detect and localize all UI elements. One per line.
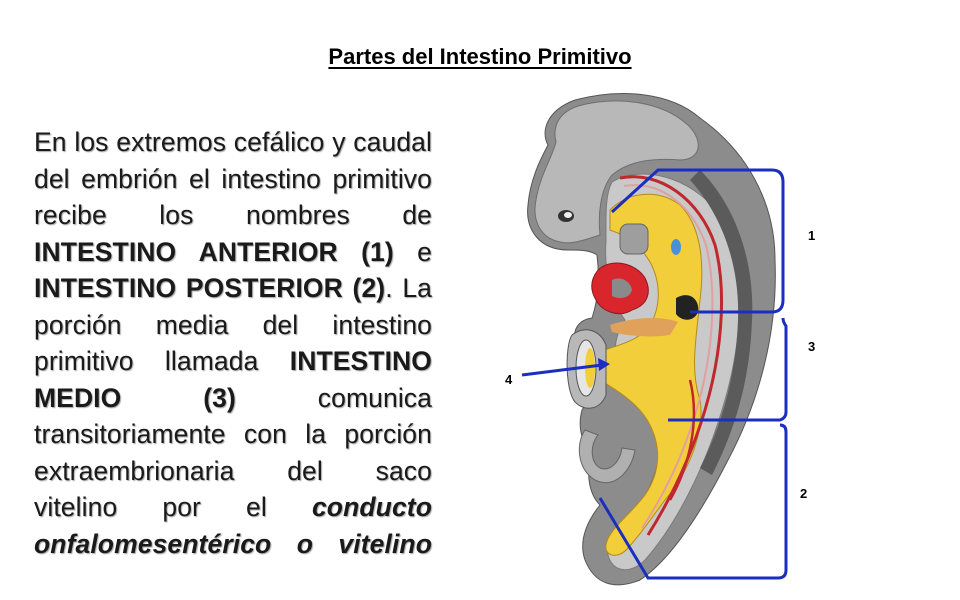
neural-tube — [690, 170, 753, 475]
label-4: 4 — [505, 372, 513, 387]
term-intestino-posterior: INTESTINO POSTERIOR (2) — [34, 273, 386, 303]
label-1: 1 — [808, 228, 815, 243]
tail-curve — [578, 429, 636, 484]
dark-structure — [676, 295, 699, 320]
term-conducto-vitelino: conducto onfalomesentérico o vitelino — [34, 492, 432, 559]
head-region — [534, 100, 699, 244]
text-segment: En los extremos cefálico y caudal del em… — [34, 127, 432, 230]
blue-vessel — [671, 239, 681, 255]
bracket-2 — [598, 423, 788, 580]
body-paragraph: En los extremos cefálico y caudal del em… — [34, 124, 432, 562]
term-intestino-medio: INTESTINO MEDIO (3) — [34, 346, 432, 413]
term-intestino-anterior: INTESTINO ANTERIOR (1) — [34, 236, 394, 267]
pointer-1 — [610, 168, 785, 314]
vessel-inner — [623, 184, 714, 529]
bracket-lines — [598, 168, 788, 580]
pointer-4 — [521, 358, 610, 377]
text-segment: e — [393, 236, 432, 267]
text-segment: comunica transitoriamente con la porción… — [34, 382, 432, 523]
bracket-3 — [668, 317, 788, 422]
liver-bud — [610, 318, 678, 337]
label-3: 3 — [808, 339, 815, 354]
text-segment: . La porción media del intestino primiti… — [34, 273, 432, 376]
otic-vesicle-lumen — [564, 212, 572, 218]
dorsal-aorta — [619, 175, 724, 536]
vessel-lower — [668, 379, 696, 501]
label-2: 2 — [800, 486, 807, 501]
septum-block — [619, 223, 649, 255]
slide-title: Partes del Intestino Primitivo — [328, 44, 632, 69]
embryo-diagram: 1 3 2 4 — [505, 93, 815, 586]
heart-lumen — [612, 278, 632, 298]
